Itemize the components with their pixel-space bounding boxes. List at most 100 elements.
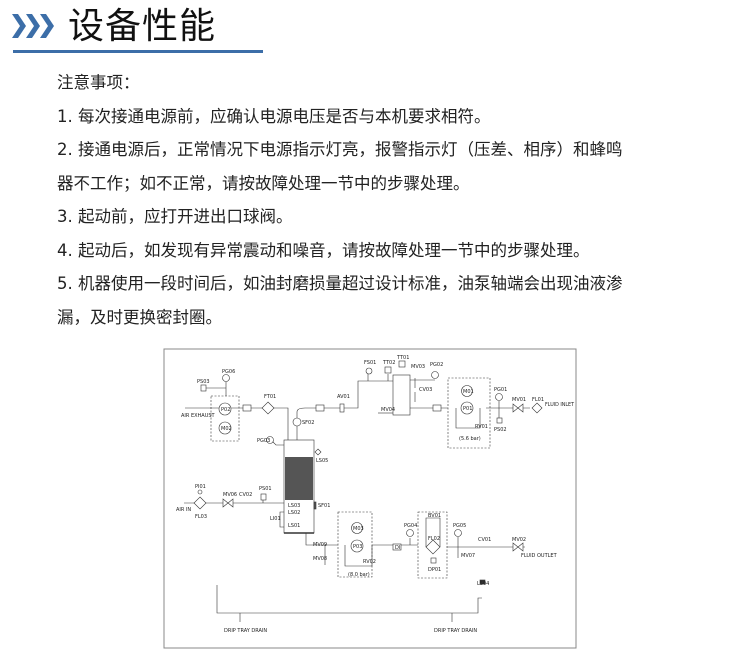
sf01-icon [313,501,317,510]
label-tt02: TT02 [382,360,395,366]
label-ps02: PS02 [494,427,507,433]
note-item-5: 5. 机器使用一段时间后，如油封磨损量超过设计标准，油泵轴端会出现油液渗 [57,274,623,293]
label-pg02: PG02 [430,362,443,368]
note-item-4: 4. 起动后，如发现有异常震动和噪音，请按故障处理一节中的步骤处理。 [57,240,590,260]
indicator-pi01-icon [197,489,203,495]
label-ft01: FT01 [264,394,276,400]
label-drip-tray-drain-2: DRIP TRAY DRAIN [434,628,477,634]
switch-ps01-icon [260,493,267,501]
heat-exchanger [392,374,411,416]
gauge-pg06-icon [222,374,230,382]
gauge-pg02-icon [431,371,439,379]
motor-m01-symbol [461,385,473,397]
label-fluid-outlet: FLUID OUTLET [521,553,558,559]
switch-ps03-icon [200,384,207,392]
filter-fl03-icon [193,496,207,510]
label-cv03: CV03 [419,387,432,393]
label-av01: AV01 [337,394,350,400]
motor-m02-symbol [218,421,232,435]
label-m03: M03 [353,526,364,532]
sensor-tt02-icon [384,366,392,374]
pump-unit-p01 [447,377,491,449]
filter-unit-fl02 [417,511,448,579]
switch-ps02-icon [496,417,503,424]
label-p02: P02 [221,407,230,413]
label-ls02: LS02 [288,510,300,516]
gauge-pg05-icon [454,529,462,537]
note-item-2-cont: 器不工作；如不正常，请按故障处理一节中的步骤处理。 [57,173,470,193]
label-cv02: CV02 [239,492,252,498]
label-fl02: FL02 [428,536,440,542]
diagram-labels: PG06 PS03 P02 M02 AIR EXHAUST FT01 SF02 … [176,355,575,634]
label-pg01: PG01 [494,387,507,393]
note-item-2: 2. 接通电源后，正常情况下电源指示灯亮，报警指示灯（压差、相序）和蜂鸣 [57,140,623,159]
label-rv01: RV01 [475,424,488,430]
label-m01: M01 [463,389,474,395]
label-fl03: FL03 [195,514,207,520]
flowmeter-2-icon [315,404,325,412]
label-dp01: DP01 [428,567,441,573]
label-ls04: LS04 [477,581,489,587]
valve-mv01-icon [512,403,524,413]
label-sf01: SF01 [318,503,330,509]
valve-av01-icon [339,403,345,413]
label-mv08: MV08 [313,556,327,562]
pump-p03-symbol [350,539,364,553]
label-fluid-inlet: FLUID INLET [545,402,575,408]
triple-chevron-icon [12,14,54,38]
gauge-pg03-icon [266,436,274,444]
level-switch-ls04-icon [479,579,486,585]
valve-mv06-icon [222,498,234,508]
title-underline [13,50,263,53]
label-8-0-bar: (8.0 bar) [348,572,370,578]
motor-m03-symbol [351,522,363,534]
label-pg04: PG04 [404,523,417,529]
label-pg05: PG05 [453,523,466,529]
label-fl01: FL01 [532,397,544,403]
label-ls01: LS01 [288,523,300,529]
label-air-in: AIR IN [176,507,191,513]
label-mv02: MV02 [512,537,526,543]
filter-fl02-icon [425,539,441,555]
gauge-pg04-icon [406,529,414,537]
label-p01: P01 [463,406,472,412]
notes-section: 注意事项： 1. 每次接通电源前，应确认电源电压是否与本机要求相符。 2. 接通… [57,66,623,334]
label-mv06: MV06 [223,492,237,498]
flowmeter-icon [242,404,252,412]
label-pg03: PG03 [257,438,270,444]
label-sf02: SF02 [302,420,314,426]
label-tt01: TT01 [396,355,409,361]
flowmeter-4-icon [392,543,402,551]
filter-fl01-icon [531,402,543,414]
page-title: 设备性能 [68,6,217,47]
flow-switch-fs01-icon [365,367,373,375]
label-fs01: FS01 [364,360,376,366]
vessel-packing [285,457,313,500]
note-item-3: 3. 起动前，应打开进出口球阀。 [57,207,293,226]
label-mv03: MV03 [411,364,425,370]
valve-mv02-icon [512,542,524,552]
label-pg06: PG06 [222,369,235,375]
label-ls05: LS05 [316,458,328,464]
level-switch-ls05-icon [314,448,322,456]
label-m02: M02 [221,426,232,432]
label-cv01: CV01 [478,537,491,543]
label-di: DI [395,545,400,551]
label-air-exhaust: AIR EXHAUST [181,413,216,419]
label-bv01: BV01 [428,513,441,519]
label-ls03: LS03 [288,503,300,509]
label-pi01: PI01 [195,484,206,490]
label-rv02: RV02 [363,559,376,565]
pump-unit-p02 [210,395,240,442]
pump-unit-p03 [337,511,373,578]
label-ps01: PS01 [259,486,272,492]
label-mv09: MV09 [313,542,327,548]
label-mv04: MV04 [381,407,395,413]
sf02-icon [292,417,302,427]
sensor-tt01-icon [398,360,406,368]
gauge-pg01-icon [495,393,503,401]
label-ps03: PS03 [197,379,210,385]
label-mv01: MV01 [512,397,526,403]
notes-heading: 注意事项： [57,73,140,92]
flowmeter-3-icon [432,404,442,412]
